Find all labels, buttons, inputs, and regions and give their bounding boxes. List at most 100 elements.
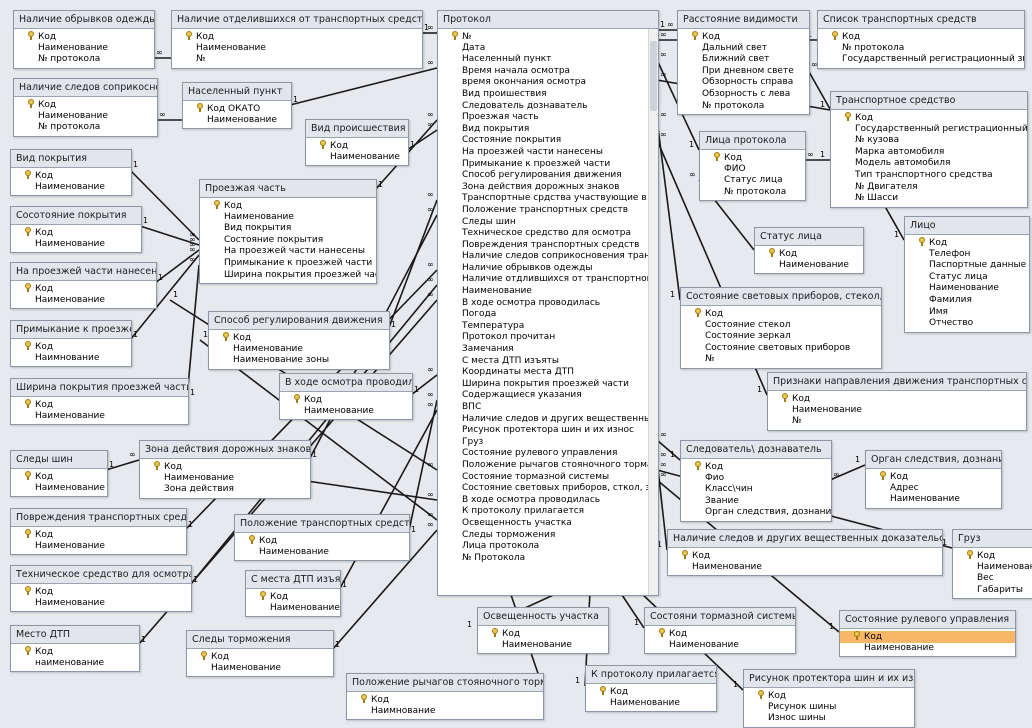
primary-key-field[interactable]: Код bbox=[840, 631, 1015, 643]
field-row[interactable]: Наимнование bbox=[353, 706, 543, 718]
field-row[interactable]: Замечания bbox=[444, 344, 648, 356]
field-row[interactable]: На проезжей части нанесены bbox=[444, 147, 648, 159]
table-title[interactable]: На проезжей части нанесены bbox=[11, 263, 156, 281]
field-row[interactable]: Обзорность справа bbox=[684, 77, 809, 89]
field-row[interactable]: Состояние покрытия bbox=[206, 235, 376, 247]
field-row[interactable]: Наименование bbox=[146, 473, 310, 485]
table-title[interactable]: Освещенность участка bbox=[478, 608, 608, 626]
field-row[interactable]: время окончания осмотра bbox=[444, 77, 648, 89]
primary-key-field[interactable]: Код bbox=[837, 112, 1027, 124]
table-title[interactable]: Лица протокола bbox=[700, 132, 805, 150]
table-title[interactable]: Протокол bbox=[438, 11, 658, 29]
field-row[interactable]: Проезжая часть bbox=[444, 112, 648, 124]
field-row[interactable]: Состояние световых приборов bbox=[687, 343, 881, 355]
field-row[interactable]: № протокола bbox=[684, 101, 809, 113]
field-row[interactable]: Примыкание к проезжей части bbox=[206, 258, 376, 270]
field-row[interactable]: Государственный регистрационный знак bbox=[837, 124, 1027, 136]
table-title[interactable]: Состояни тормазной системы bbox=[645, 608, 795, 626]
relationship-line[interactable] bbox=[129, 254, 200, 341]
table-title[interactable]: Наличие отделившихся от транспортных сре… bbox=[172, 11, 422, 29]
primary-key-field[interactable]: Код bbox=[684, 31, 809, 43]
relationship-line[interactable] bbox=[338, 409, 438, 591]
field-row[interactable]: Габариты bbox=[959, 585, 1032, 597]
field-row[interactable]: № bbox=[178, 54, 422, 66]
table-title[interactable]: С места ДТП изъяты bbox=[246, 571, 340, 589]
field-row[interactable]: Наименование bbox=[17, 239, 141, 251]
field-row[interactable]: Состояние стекол bbox=[687, 320, 881, 332]
field-row[interactable]: Наименование bbox=[252, 603, 340, 615]
field-row[interactable]: Наличие отдлившихся от транспортного сре… bbox=[444, 274, 658, 286]
table-sost-svet[interactable]: Состояние световых приборов, стекол, зер… bbox=[680, 287, 882, 369]
table-title[interactable]: Положение рычагов стояночного тормаза bbox=[347, 674, 543, 692]
field-row[interactable]: наименование bbox=[17, 658, 139, 670]
primary-key-field[interactable]: Код bbox=[774, 393, 1026, 405]
table-title[interactable]: Рисунок протектора шин и их износ bbox=[744, 670, 914, 688]
field-row[interactable]: Примыкание к проезжей части bbox=[444, 159, 648, 171]
table-s-mesta[interactable]: С места ДТП изъятыКодНаименование bbox=[245, 570, 341, 618]
table-title[interactable]: Вид покрытия bbox=[11, 150, 131, 168]
primary-key-field[interactable]: Код bbox=[178, 31, 422, 43]
field-row[interactable]: Паспортные данные bbox=[911, 260, 1029, 272]
field-row[interactable]: Наименование bbox=[189, 115, 291, 127]
field-row[interactable]: Следователь дознаватель bbox=[444, 101, 648, 113]
relationship-line[interactable] bbox=[199, 339, 438, 521]
field-row[interactable]: Наименование bbox=[17, 483, 107, 495]
primary-key-field[interactable]: Код bbox=[872, 471, 1001, 483]
table-title[interactable]: Транспортное средство bbox=[831, 92, 1027, 110]
field-row[interactable]: Повреждения транспортных средств bbox=[444, 240, 648, 252]
field-row[interactable]: Наименование bbox=[17, 411, 188, 423]
field-row[interactable]: Следы торможения bbox=[444, 530, 648, 542]
primary-key-field[interactable]: Код bbox=[17, 283, 156, 295]
field-row[interactable]: Государственный регистрационный знак bbox=[824, 54, 1024, 66]
table-title[interactable]: Следы шин bbox=[11, 451, 107, 469]
field-row[interactable]: Вид покрытия bbox=[206, 223, 376, 235]
field-row[interactable]: № Двигателя bbox=[837, 182, 1027, 194]
relationship-line[interactable] bbox=[299, 479, 438, 501]
table-title[interactable]: Наличие обрывков одежды bbox=[14, 11, 154, 29]
field-row[interactable]: Звание bbox=[687, 496, 831, 508]
field-row[interactable]: Наименование bbox=[674, 562, 942, 574]
relationship-line[interactable] bbox=[289, 67, 438, 106]
primary-key-field[interactable]: Код bbox=[17, 341, 131, 353]
field-row[interactable]: Состояние зеркал bbox=[687, 331, 881, 343]
field-row[interactable]: № протокола bbox=[20, 122, 157, 134]
field-row[interactable]: № протокола bbox=[706, 187, 805, 199]
field-row[interactable]: Способ регулирования движения bbox=[444, 170, 648, 182]
primary-key-field[interactable]: Код bbox=[17, 471, 107, 483]
primary-key-field[interactable]: Код bbox=[706, 152, 805, 164]
field-row[interactable]: Наименование bbox=[20, 111, 157, 123]
field-row[interactable]: Наименование bbox=[846, 643, 1015, 655]
field-row[interactable]: Наименование bbox=[444, 286, 648, 298]
field-row[interactable]: Фамилия bbox=[911, 295, 1029, 307]
table-title[interactable]: Проезжая часть bbox=[200, 180, 376, 198]
field-row[interactable]: № Протокола bbox=[444, 553, 648, 565]
primary-key-field[interactable]: Код bbox=[17, 170, 131, 182]
table-title[interactable]: Способ регулирования движения bbox=[209, 312, 389, 330]
field-row[interactable]: Рисунок шины bbox=[750, 702, 914, 714]
table-nal-sled[interactable]: Наличие следов и других вещественных док… bbox=[667, 529, 943, 577]
table-title[interactable]: Зона действия дорожных знаков bbox=[140, 441, 310, 459]
field-row[interactable]: Наименование bbox=[286, 406, 412, 418]
primary-key-field[interactable]: Код bbox=[750, 690, 914, 702]
table-title[interactable]: Следователь\ дознаватель bbox=[681, 441, 831, 459]
field-row[interactable]: Протокол прочитан bbox=[444, 332, 648, 344]
table-sledy-sopr[interactable]: Наличие следов соприкоснов...КодНаименов… bbox=[13, 78, 158, 137]
relationship-line[interactable] bbox=[129, 169, 200, 241]
field-row[interactable]: ФИО bbox=[706, 164, 805, 176]
field-row[interactable]: Положение рычагов стояночного тормаза и … bbox=[444, 460, 658, 472]
relationship-line[interactable] bbox=[331, 529, 438, 651]
primary-key-field[interactable]: Код bbox=[193, 651, 333, 663]
field-row[interactable]: Груз bbox=[444, 437, 648, 449]
